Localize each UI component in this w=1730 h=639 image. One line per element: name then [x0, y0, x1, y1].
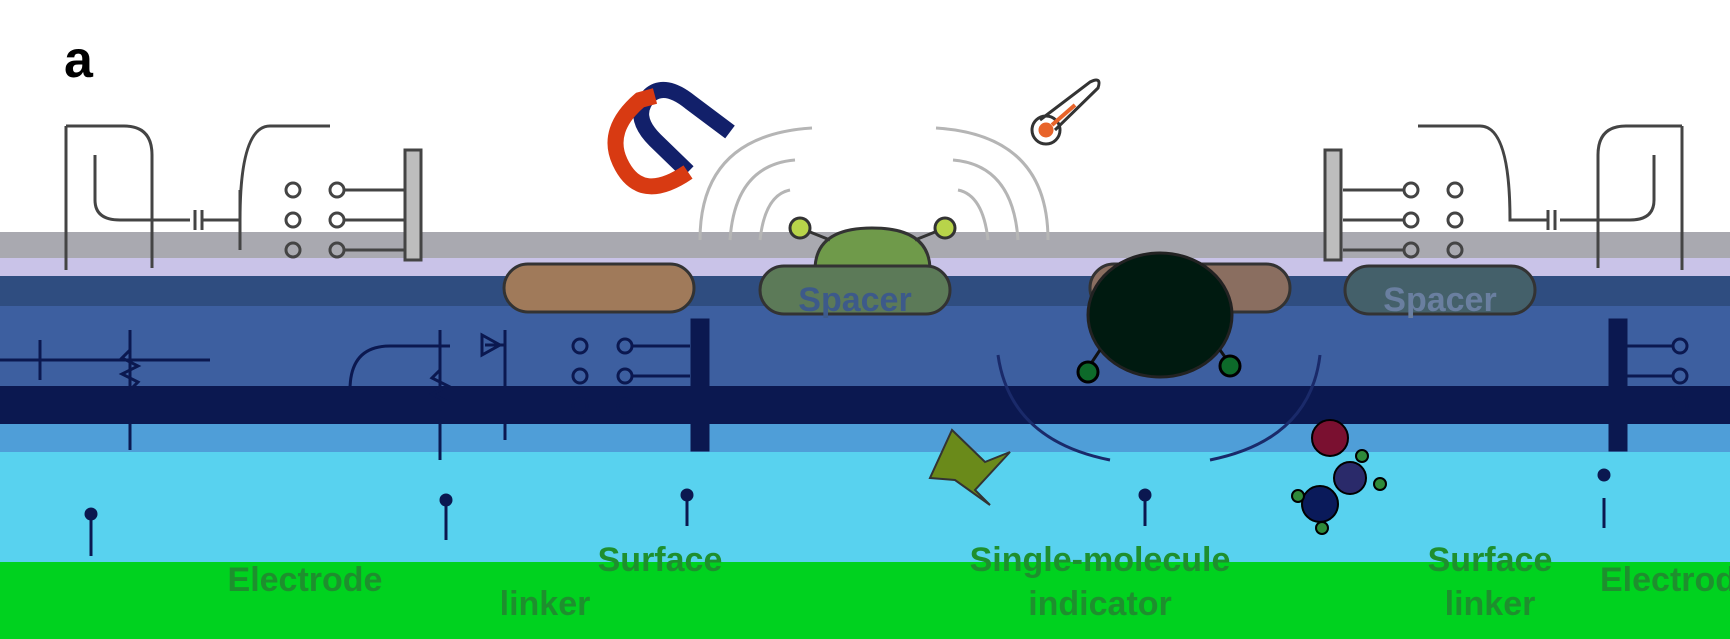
- surface-linker-line1: Surface: [597, 541, 723, 579]
- band-navy: [0, 386, 1730, 424]
- indicator-line1: Single-molecule: [969, 541, 1231, 579]
- surface-linker-label-left: Surface: [560, 538, 760, 582]
- thermometer-icon: [1030, 78, 1101, 146]
- circuit-board-icon: [64, 124, 423, 270]
- circuit-board-icon-right: [1323, 124, 1684, 270]
- band-light-blue: [0, 424, 1730, 452]
- label-pointers: [84, 468, 1611, 556]
- surface-linker-label-right: Surface linker: [1390, 538, 1590, 626]
- spacer-label-right: Spacer: [1383, 281, 1497, 319]
- indicator-label: Single-molecule indicator: [890, 538, 1310, 626]
- magnet-icon: [607, 81, 735, 195]
- molecule-icon: [788, 216, 957, 272]
- spacer-label-center: Spacer: [798, 281, 912, 319]
- signal-waves-icon: [698, 126, 1050, 241]
- indicator-body: [996, 251, 1322, 462]
- lower-circuit: [0, 318, 1689, 460]
- linker-label-left: linker: [499, 585, 591, 623]
- electrode-label-right: Electrode: [1600, 561, 1730, 599]
- lightning-icon: [928, 428, 1011, 506]
- surface-linker-right-line1: Surface: [1427, 541, 1553, 579]
- band-green: [0, 562, 1730, 639]
- surface-linker-right-line2: linker: [1444, 585, 1536, 623]
- panel-label: a: [64, 31, 93, 89]
- molecule-cluster: [1291, 419, 1387, 535]
- electrode-label-left: Electrode: [227, 561, 383, 599]
- band-blue: [0, 306, 1730, 386]
- band-cyan: [0, 452, 1730, 564]
- indicator-line2: indicator: [1028, 585, 1172, 623]
